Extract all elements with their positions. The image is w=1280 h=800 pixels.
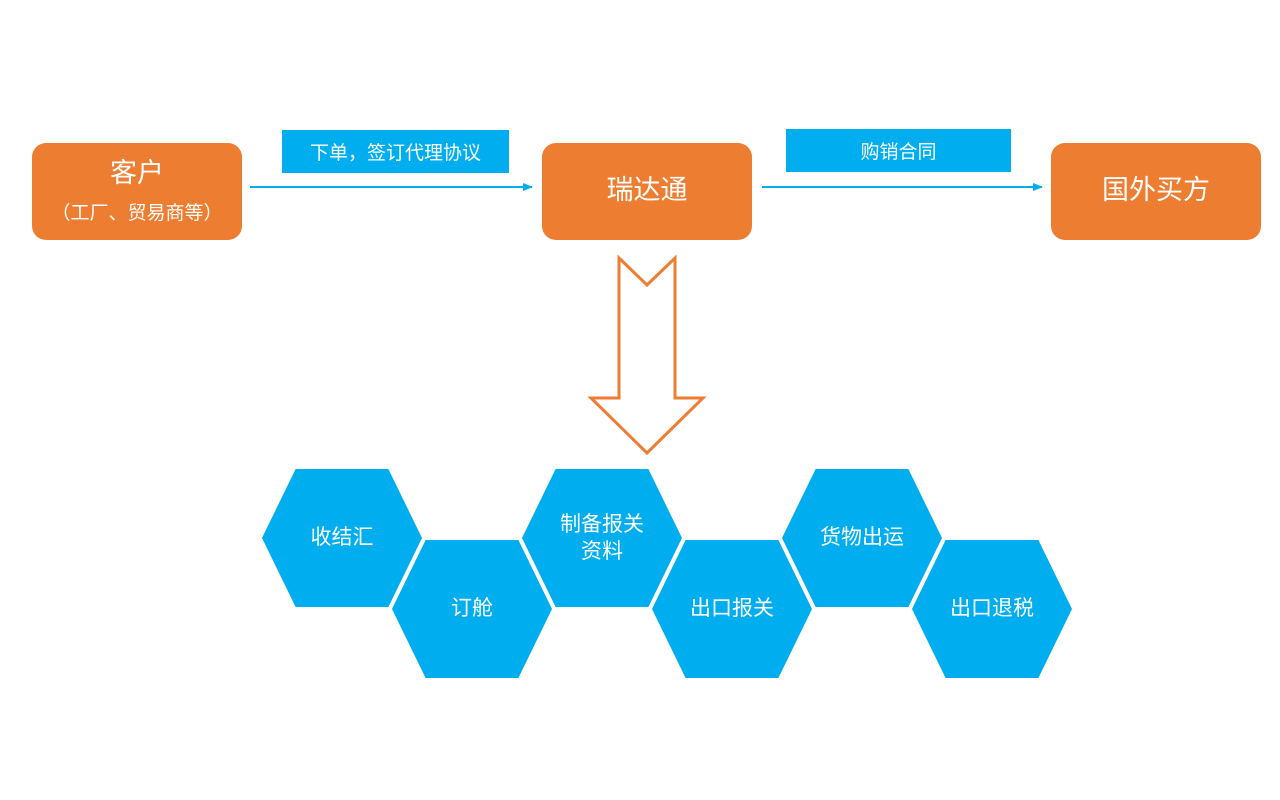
agent-title: 瑞达通 (606, 175, 688, 207)
service-label-line: 制备报关 (560, 511, 644, 536)
customer-subtitle: （工厂、贸易商等） (51, 202, 223, 225)
customer-box: 客户 （工厂、贸易商等） (32, 143, 242, 240)
service-hex-customs-docs: 制备报关 资料 (522, 469, 682, 607)
arrow2-label: 购销合同 (786, 129, 1011, 172)
buyer-box: 国外买方 (1051, 143, 1261, 240)
agent-box: 瑞达通 (542, 143, 752, 240)
service-hex-booking: 订舱 (392, 540, 552, 678)
service-label-line: 资料 (581, 539, 623, 563)
service-hex-shipment: 货物出运 (782, 469, 942, 607)
service-label-line: 出口报关 (690, 596, 774, 621)
service-hex-receive-settlement: 收结汇 (262, 469, 422, 607)
service-label-line: 货物出运 (820, 525, 904, 550)
service-label-line: 订舱 (451, 596, 493, 621)
down-arrow (587, 254, 707, 456)
service-hex-export-declaration: 出口报关 (652, 540, 812, 678)
service-hex-tax-refund: 出口退税 (912, 540, 1072, 678)
service-label-line: 收结汇 (310, 525, 374, 550)
customer-title: 客户 (110, 157, 164, 189)
buyer-title: 国外买方 (1102, 175, 1210, 207)
arrow1-label: 下单，签订代理协议 (282, 130, 509, 173)
service-label-line: 出口退税 (950, 596, 1034, 621)
